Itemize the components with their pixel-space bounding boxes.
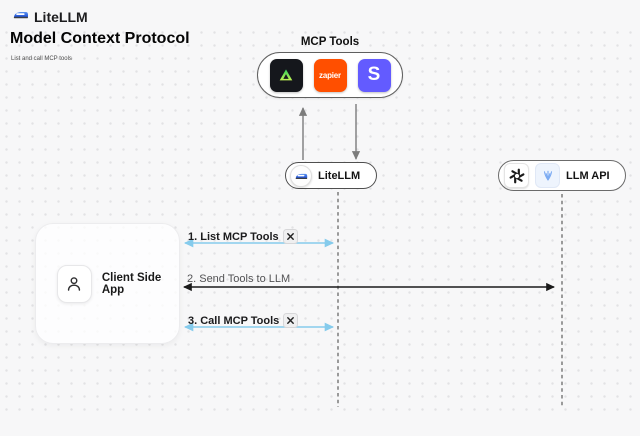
crossed-tools-icon — [282, 229, 298, 244]
client-side-app-label: Client Side App — [101, 271, 162, 296]
llm-api-node: LLM API — [498, 160, 626, 191]
zapier-icon: zapier — [313, 58, 347, 92]
mcp-tools-label: MCP Tools — [300, 36, 360, 48]
litellm-node-label: LiteLLM — [318, 169, 361, 182]
stripe-letter: S — [367, 64, 381, 85]
brand-name: LiteLLM — [34, 8, 88, 25]
litellm-train-icon — [13, 6, 29, 27]
step2-label-row: 2. Send Tools to LLM — [187, 273, 290, 285]
openai-icon — [504, 163, 529, 188]
step2-label: 2. Send Tools to LLM — [187, 273, 291, 285]
brand: LiteLLM — [13, 6, 88, 27]
step3-label-row: 3. Call MCP Tools — [188, 313, 299, 328]
llm-api-node-label: LLM API — [566, 169, 610, 182]
step1-label-row: 1. List MCP Tools — [188, 229, 298, 244]
llm-provider-feather-icon — [535, 163, 560, 188]
step3-label: 3. Call MCP Tools — [188, 314, 280, 327]
litellm-train-icon — [290, 164, 312, 187]
green-triangle-tool-icon — [269, 58, 303, 92]
crossed-tools-icon — [283, 313, 299, 328]
step1-label: 1. List MCP Tools — [188, 230, 279, 243]
stripe-icon: S — [357, 58, 391, 92]
litellm-node: LiteLLM — [285, 162, 377, 189]
person-icon — [57, 264, 92, 303]
page-title: Model Context Protocol — [10, 30, 190, 47]
zapier-wordmark: zapier — [319, 70, 341, 80]
mcp-tools-node: zapier S — [257, 52, 403, 98]
client-side-app-node: Client Side App — [35, 223, 180, 344]
page-subtitle: List and call MCP tools — [11, 56, 72, 62]
